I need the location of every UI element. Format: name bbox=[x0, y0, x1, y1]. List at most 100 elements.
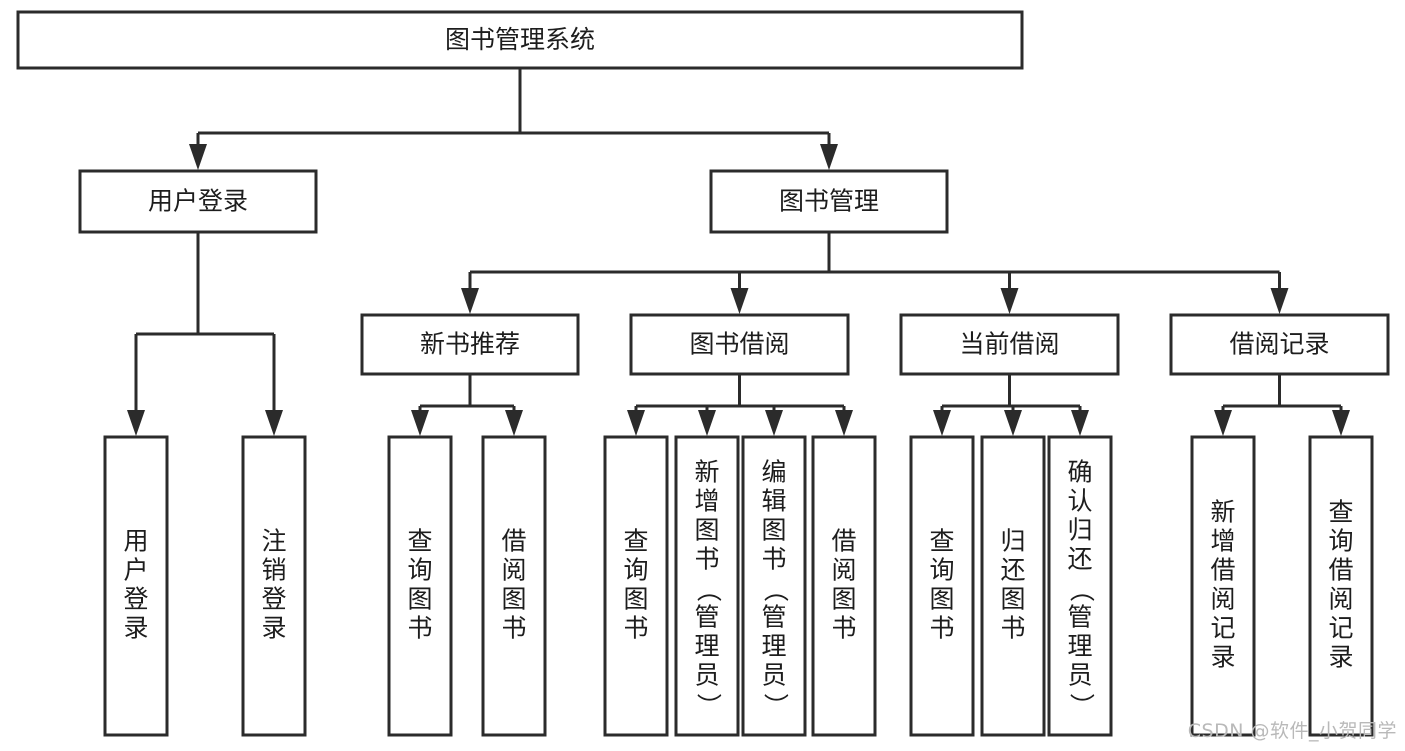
node-label-char: （ bbox=[694, 577, 723, 602]
connector-group bbox=[189, 68, 838, 170]
node-label-char: 图 bbox=[1000, 585, 1025, 614]
connector-group bbox=[1214, 374, 1350, 436]
node-label-char: 书 bbox=[407, 614, 432, 643]
watermark-label: CSDN @软件_小贺同学 bbox=[1187, 720, 1397, 742]
node-label-char: 确 bbox=[1067, 458, 1092, 487]
node-leaf-login-1[interactable]: 用户登录 bbox=[103, 435, 169, 737]
node-label-char: 归 bbox=[1000, 527, 1025, 556]
node-label-char: 员 bbox=[694, 661, 719, 690]
node-label-char: 图 bbox=[694, 516, 719, 545]
node-label-char: 归 bbox=[1067, 516, 1092, 545]
node-label-char: 阅 bbox=[1210, 585, 1235, 614]
node-label-char: 图 bbox=[761, 516, 786, 545]
node-label-char: 员 bbox=[761, 661, 786, 690]
node-label-char: 销 bbox=[261, 556, 286, 585]
node-label-char: 管 bbox=[694, 603, 719, 632]
node-label-char: 增 bbox=[694, 487, 719, 516]
connector-group bbox=[127, 232, 283, 436]
connector-group bbox=[933, 374, 1089, 436]
node-label-char: 借 bbox=[501, 527, 526, 556]
node-label-char: 查 bbox=[623, 527, 648, 556]
node-label-char: 录 bbox=[261, 614, 286, 643]
node-label: 图书借阅 bbox=[689, 330, 789, 359]
node-bookmgmt[interactable]: 图书管理 bbox=[709, 169, 949, 234]
node-label-char: 登 bbox=[123, 585, 148, 614]
node-label: 当前借阅 bbox=[959, 330, 1059, 359]
node-label: 借阅记录 bbox=[1229, 330, 1329, 359]
node-label-char: 书 bbox=[1000, 614, 1025, 643]
connector-group bbox=[461, 232, 1289, 314]
node-label-char: 编 bbox=[761, 458, 786, 487]
node-label: 新书推荐 bbox=[420, 330, 520, 359]
node-label-char: 书 bbox=[761, 545, 786, 574]
node-label-char: 图 bbox=[407, 585, 432, 614]
node-label-char: 询 bbox=[623, 556, 648, 585]
node-label-char: 查 bbox=[407, 527, 432, 556]
node-label-char: 用 bbox=[123, 527, 148, 556]
node-label-char: 员 bbox=[1067, 661, 1092, 690]
node-label-char: 理 bbox=[1067, 632, 1092, 661]
connector-group bbox=[627, 374, 853, 436]
node-label-char: 认 bbox=[1067, 487, 1092, 516]
node-label-char: ） bbox=[694, 693, 723, 718]
node-label-char: 录 bbox=[123, 614, 148, 643]
connector-group bbox=[411, 374, 523, 436]
connector-layer bbox=[127, 68, 1350, 436]
node-label-char: 书 bbox=[694, 545, 719, 574]
node-root[interactable]: 图书管理系统 bbox=[16, 10, 1024, 70]
node-label-char: 书 bbox=[929, 614, 954, 643]
node-current[interactable]: 当前借阅 bbox=[899, 313, 1120, 376]
node-label-char: 借 bbox=[1328, 556, 1353, 585]
node-label-char: 图 bbox=[501, 585, 526, 614]
node-label-char: 借 bbox=[1210, 556, 1235, 585]
node-label-char: 新 bbox=[694, 458, 719, 487]
node-label-char: 录 bbox=[1328, 643, 1353, 672]
node-label-char: 书 bbox=[831, 614, 856, 643]
node-label-char: 书 bbox=[501, 614, 526, 643]
node-label-char: 图 bbox=[623, 585, 648, 614]
node-label-char: 理 bbox=[694, 632, 719, 661]
node-label: 用户登录 bbox=[148, 187, 248, 216]
node-label: 图书管理 bbox=[779, 187, 879, 216]
node-label-char: 记 bbox=[1328, 614, 1353, 643]
node-label-char: ） bbox=[1067, 693, 1096, 718]
node-records[interactable]: 借阅记录 bbox=[1169, 313, 1390, 376]
node-login[interactable]: 用户登录 bbox=[78, 169, 318, 234]
node-label-char: 查 bbox=[1328, 498, 1353, 527]
node-label-char: 登 bbox=[261, 585, 286, 614]
node-label-char: 记 bbox=[1210, 614, 1235, 643]
node-label: 图书管理系统 bbox=[445, 25, 595, 54]
node-label-char: 阅 bbox=[831, 556, 856, 585]
node-borrow[interactable]: 图书借阅 bbox=[629, 313, 850, 376]
node-layer: 图书管理系统用户登录图书管理新书推荐图书借阅当前借阅借阅记录用户登录注销登录查询… bbox=[16, 10, 1390, 737]
node-label-char: 图 bbox=[831, 585, 856, 614]
node-label-char: 阅 bbox=[501, 556, 526, 585]
node-label-char: 询 bbox=[1328, 527, 1353, 556]
node-label-char: 注 bbox=[261, 527, 286, 556]
node-label-char: 阅 bbox=[1328, 585, 1353, 614]
node-newbook[interactable]: 新书推荐 bbox=[360, 313, 580, 376]
node-label-char: 询 bbox=[929, 556, 954, 585]
node-label-char: 询 bbox=[407, 556, 432, 585]
node-label-char: （ bbox=[761, 577, 790, 602]
node-label-char: 户 bbox=[123, 556, 148, 585]
node-label-char: 图 bbox=[929, 585, 954, 614]
node-label-char: ） bbox=[761, 693, 790, 718]
node-label-char: 理 bbox=[761, 632, 786, 661]
node-label-char: 查 bbox=[929, 527, 954, 556]
node-label-char: 还 bbox=[1000, 556, 1025, 585]
